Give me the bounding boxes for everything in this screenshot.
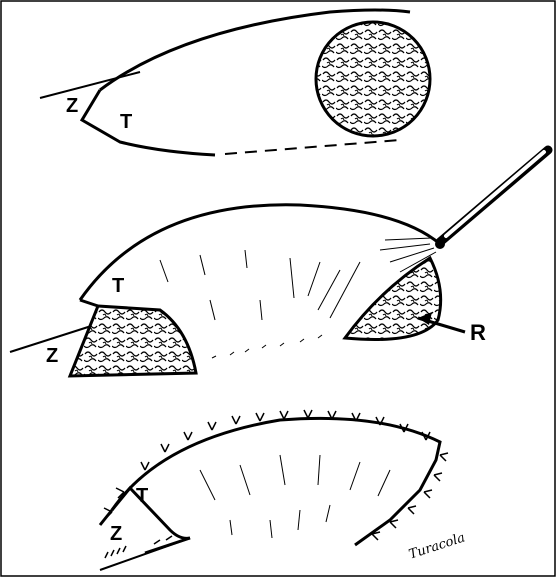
label-r: R — [470, 322, 486, 344]
label-z-bottom: Z — [110, 524, 122, 544]
label-t-middle: T — [112, 276, 124, 296]
panel-bottom-closure — [100, 410, 448, 570]
label-z-middle: Z — [46, 346, 58, 366]
label-z-top: Z — [66, 96, 78, 116]
tension-lines-bottom — [200, 455, 390, 538]
label-t-top: T — [120, 112, 132, 132]
defect-circle-top — [316, 22, 430, 136]
donor-defect-z — [70, 306, 196, 376]
sutures — [104, 410, 448, 558]
panel-middle-flap-raised — [10, 150, 548, 376]
label-t-bottom: T — [136, 486, 148, 506]
defect-r — [345, 258, 441, 340]
panel-top-flap-design — [40, 10, 430, 155]
